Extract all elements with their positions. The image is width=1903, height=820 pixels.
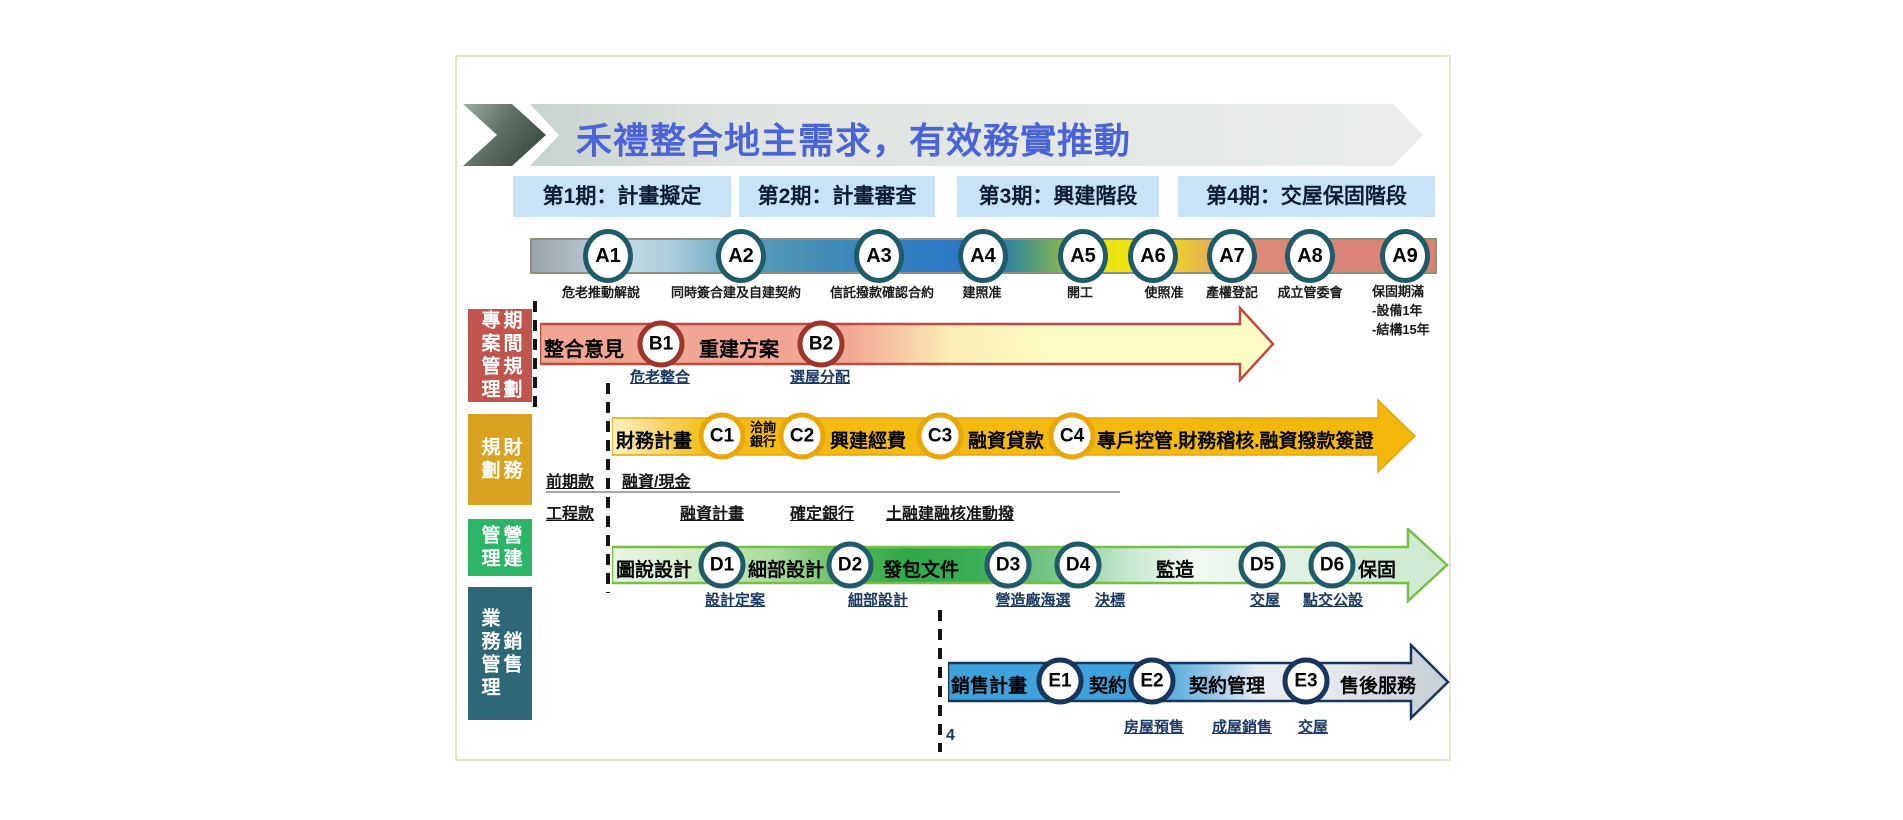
row-c-category-tab: 規劃 財務 — [468, 414, 532, 505]
row-d-milestone-1: 設計定案 — [704, 592, 766, 609]
node-e1: E1 — [1036, 657, 1084, 705]
node-b1: B1 — [637, 320, 685, 368]
row-e-start-dashed-line — [938, 610, 942, 752]
slide-card — [455, 55, 1451, 761]
node-d3: D3 — [984, 541, 1032, 589]
row-e-seg2: 契約 — [1089, 676, 1128, 697]
row-c-bank-label: 洽詢 銀行 — [750, 421, 776, 449]
label-a2: 同時簽合建及自建契約 — [670, 285, 802, 300]
row-c-start-dashed-line — [606, 383, 610, 593]
label-a5: 開工 — [1066, 285, 1094, 300]
row-b-seg1: 整合意見 — [544, 339, 624, 361]
node-a4: A4 — [958, 229, 1008, 283]
row-d-milestone-3: 營造廠海選 — [995, 592, 1071, 609]
label-a3: 信託撥款確認合約 — [829, 285, 935, 300]
row-e-milestone-1: 房屋預售 — [1123, 719, 1185, 736]
node-c3: C3 — [916, 412, 964, 460]
row-c-bank-line2: 銀行 — [749, 434, 777, 449]
row-e-milestone-3: 交屋 — [1297, 719, 1329, 736]
label-a1: 危老推動解說 — [561, 285, 641, 300]
row-c-bank-line1: 洽詢 — [749, 420, 777, 435]
node-a1: A1 — [583, 229, 633, 283]
row-d-category-right: 營建 — [500, 524, 522, 571]
node-c1: C1 — [698, 412, 746, 460]
banner-ribbon — [530, 104, 1423, 166]
label-a7: 產權登記 — [1205, 285, 1259, 300]
row-c-category-right: 財務 — [500, 436, 522, 483]
row-c-pre-label: 前期款 — [546, 474, 595, 491]
row-c-eng-item1: 融資計畫 — [679, 506, 745, 523]
row-b-category-right: 期間規劃 — [500, 309, 522, 402]
row-c-divider-line — [546, 491, 1120, 493]
row-e-seg4: 售後服務 — [1340, 676, 1417, 697]
node-a9: A9 — [1380, 229, 1430, 283]
node-b2: B2 — [797, 320, 845, 368]
row-c-seg3: 融資貸款 — [968, 431, 1045, 452]
row-d-seg2: 細部設計 — [748, 560, 825, 581]
phase-4-header: 第4期：交屋保固階段 — [1178, 176, 1435, 217]
row-b-category-tab: 專案管理 期間規劃 — [468, 309, 532, 402]
phase-3-header: 第3期：興建階段 — [957, 176, 1159, 217]
label-a9-sub1: -設備1年 — [1372, 303, 1423, 318]
row-d-milestone-5: 交屋 — [1249, 592, 1281, 609]
label-a9-sub2: -結構15年 — [1372, 322, 1430, 337]
label-a8: 成立管委會 — [1277, 285, 1343, 300]
row-d-milestone-4: 決標 — [1094, 592, 1126, 609]
row-c-seg4: 專戶控管.財務稽核.融資撥款簽證 — [1097, 431, 1374, 452]
title-banner-shape — [463, 104, 1423, 166]
node-c2: C2 — [778, 412, 826, 460]
node-a2: A2 — [716, 229, 766, 283]
node-c4: C4 — [1048, 412, 1096, 460]
row-d-category-tab: 管理 營建 — [468, 519, 532, 576]
phase-1-header: 第1期：計畫擬定 — [513, 176, 731, 217]
row-c-eng-item3: 土融建融核准動撥 — [885, 506, 1015, 523]
row-b-seg2: 重建方案 — [699, 339, 779, 361]
row-d-seg1: 圖說設計 — [616, 560, 693, 581]
row-c-seg1: 財務計畫 — [616, 431, 693, 452]
label-a9: 保固期滿 — [1372, 284, 1425, 299]
slide-title: 禾禮整合地主需求，有效務實推動 — [576, 120, 1132, 161]
node-a8: A8 — [1285, 229, 1335, 283]
row-d-seg4: 監造 — [1156, 560, 1195, 581]
node-a6: A6 — [1128, 229, 1178, 283]
row-d-category-left: 管理 — [478, 524, 500, 571]
row-e-category-right: 銷售 — [500, 630, 522, 677]
node-a7: A7 — [1207, 229, 1257, 283]
node-e2: E2 — [1128, 657, 1176, 705]
row-e-category-tab: 業務管理 銷售 — [468, 587, 532, 720]
row-e-category-left: 業務管理 — [478, 607, 500, 700]
node-e3: E3 — [1282, 657, 1330, 705]
row-e-milestone-2: 成屋銷售 — [1211, 719, 1273, 736]
row-e-seg3: 契約管理 — [1189, 676, 1266, 697]
row-c-category-left: 規劃 — [478, 436, 500, 483]
row-d-milestone-2: 細部設計 — [847, 592, 909, 609]
label-a4: 建照准 — [962, 285, 1002, 300]
node-a3: A3 — [854, 229, 904, 283]
row-b-milestone-1: 危老整合 — [629, 369, 691, 386]
row-b-category-left: 專案管理 — [478, 309, 500, 402]
page-number: 4 — [946, 727, 955, 744]
row-d-milestone-6: 點交公設 — [1302, 592, 1364, 609]
node-a5: A5 — [1058, 229, 1108, 283]
row-c-seg2: 興建經費 — [830, 431, 907, 452]
banner-chevron-icon — [463, 104, 546, 166]
row-e-seg1: 銷售計畫 — [951, 676, 1028, 697]
node-d6: D6 — [1308, 541, 1356, 589]
node-d5: D5 — [1238, 541, 1286, 589]
row-d-seg3: 發包文件 — [883, 560, 960, 581]
row-c-eng-label: 工程款 — [546, 506, 595, 523]
row-b-milestone-2: 選屋分配 — [789, 369, 851, 386]
row-c-eng-item2: 確定銀行 — [789, 506, 855, 523]
node-d4: D4 — [1054, 541, 1102, 589]
phase-2-header: 第2期：計畫審查 — [739, 176, 935, 217]
label-a6: 使照准 — [1144, 285, 1184, 300]
node-d2: D2 — [826, 541, 874, 589]
row-b-start-dashed-line — [533, 301, 537, 409]
node-d1: D1 — [698, 541, 746, 589]
row-c-pre-item: 融資/現金 — [622, 474, 691, 491]
row-d-seg5: 保固 — [1358, 560, 1397, 581]
